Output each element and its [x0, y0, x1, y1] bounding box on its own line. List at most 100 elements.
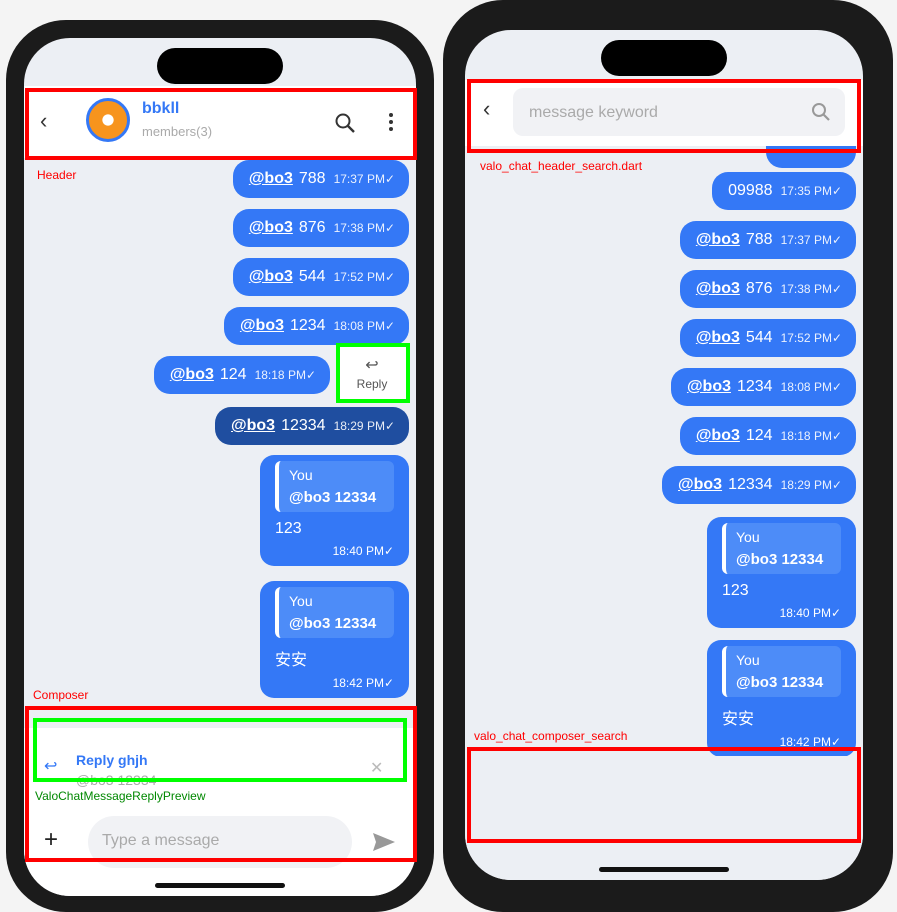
- mention[interactable]: @bo3: [695, 329, 740, 346]
- message-time: 17:52 PM✓: [780, 331, 842, 345]
- message-text: 12334: [728, 476, 773, 493]
- message-bubble[interactable]: @bo3 788 17:37 PM✓: [232, 160, 409, 198]
- search-header-annotation-box: [467, 79, 861, 153]
- mention[interactable]: @bo3: [695, 427, 740, 444]
- search-input[interactable]: message keyword: [513, 88, 845, 136]
- composer-annotation-label: Composer: [33, 688, 89, 702]
- reply-action-button[interactable]: ↩ Reply: [336, 347, 408, 403]
- mention[interactable]: @bo3: [248, 268, 293, 285]
- composer-search-annotation-label: valo_chat_composer_search: [474, 729, 628, 743]
- mention[interactable]: @bo3: [678, 476, 723, 493]
- composer-annotation-box: [25, 706, 417, 862]
- message-time: 18:40 PM✓: [332, 544, 394, 558]
- mention[interactable]: @bo3: [169, 366, 214, 383]
- reply-message-bubble[interactable]: You @bo3 12334 123 18:40 PM✓: [707, 517, 856, 628]
- quoted-author: You: [736, 652, 760, 668]
- message-time: 17:37 PM✓: [333, 172, 395, 186]
- reply-action-annotation-box: [336, 343, 410, 403]
- message-text: 123: [722, 582, 749, 599]
- message-bubble[interactable]: @bo3 124 18:18 PM✓: [679, 417, 856, 455]
- quoted-message[interactable]: You @bo3 12334: [722, 523, 841, 574]
- message-time: 17:37 PM✓: [780, 233, 842, 247]
- more-options-icon[interactable]: [388, 112, 394, 132]
- quoted-message[interactable]: You @bo3 12334: [722, 646, 841, 697]
- message-text: 09988: [728, 182, 773, 199]
- header-annotation-box: [25, 88, 417, 160]
- message-text: 788: [745, 231, 773, 248]
- message-time: 18:18 PM✓: [780, 429, 842, 443]
- reply-action-label: Reply: [356, 377, 388, 391]
- message-text: 124: [745, 427, 773, 444]
- message-bubble[interactable]: @bo3 788 17:37 PM✓: [679, 221, 856, 259]
- reply-icon: ↩: [365, 357, 379, 374]
- search-header-annotation-label: valo_chat_header_search.dart: [480, 159, 643, 173]
- close-reply-icon[interactable]: ✕: [370, 760, 384, 777]
- group-avatar[interactable]: [86, 98, 130, 142]
- send-icon[interactable]: [372, 832, 396, 852]
- message-time: 18:18 PM✓: [254, 368, 316, 382]
- mention[interactable]: @bo3: [248, 170, 293, 187]
- search-placeholder: message keyword: [529, 104, 658, 121]
- reply-message-bubble[interactable]: You @bo3 12334 123 18:40 PM✓: [260, 455, 409, 566]
- header-annotation-label: Header: [37, 168, 77, 182]
- dynamic-island: [601, 40, 727, 76]
- add-attachment-icon[interactable]: +: [44, 826, 59, 853]
- mention[interactable]: @bo3: [695, 231, 740, 248]
- quoted-text: @bo3 12334: [736, 551, 824, 568]
- search-header: ‹ message keyword: [465, 80, 863, 146]
- message-bubble[interactable]: @bo3 1234 18:08 PM✓: [670, 368, 856, 406]
- quoted-author: You: [289, 467, 313, 483]
- back-icon[interactable]: ‹: [40, 108, 48, 133]
- message-input-placeholder: Type a message: [102, 832, 220, 849]
- message-text: 124: [219, 366, 247, 383]
- message-text: 123: [275, 520, 302, 537]
- message-text: 1234: [736, 378, 773, 395]
- back-icon[interactable]: ‹: [483, 96, 491, 121]
- mention[interactable]: @bo3: [239, 317, 284, 334]
- message-text: 安安: [275, 652, 308, 669]
- mention[interactable]: @bo3: [231, 417, 276, 434]
- message-time: 17:38 PM✓: [780, 282, 842, 296]
- quoted-text: @bo3 12334: [289, 615, 377, 632]
- message-time: 18:40 PM✓: [779, 606, 841, 620]
- quoted-author: You: [289, 593, 313, 609]
- message-time: 18:29 PM✓: [780, 478, 842, 492]
- message-bubble[interactable]: @bo3 124 18:18 PM✓: [153, 356, 330, 394]
- mention[interactable]: @bo3: [686, 378, 731, 395]
- search-icon[interactable]: [811, 102, 831, 122]
- home-indicator: [599, 867, 729, 872]
- search-icon[interactable]: [334, 112, 356, 134]
- message-text: 788: [298, 170, 326, 187]
- quoted-message[interactable]: You @bo3 12334: [275, 461, 394, 512]
- quoted-text: @bo3 12334: [736, 674, 824, 691]
- mention[interactable]: @bo3: [248, 219, 293, 236]
- mention[interactable]: @bo3: [695, 280, 740, 297]
- home-indicator: [155, 883, 285, 888]
- reply-title: Reply ghjh: [76, 752, 148, 768]
- message-bubble[interactable]: @bo3 544 17:52 PM✓: [679, 319, 856, 357]
- message-time: 18:08 PM✓: [333, 319, 395, 333]
- quoted-author: You: [736, 529, 760, 545]
- quoted-message[interactable]: You @bo3 12334: [275, 587, 394, 638]
- composer-search-area: [465, 756, 863, 880]
- members-count: members(3): [142, 124, 213, 139]
- message-time: 18:08 PM✓: [780, 380, 842, 394]
- message-text: 544: [745, 329, 773, 346]
- message-time: 17:38 PM✓: [333, 221, 395, 235]
- message-bubble[interactable]: @bo3 12334 18:29 PM✓: [662, 466, 856, 504]
- chat-header: ‹ bbkll members(3): [24, 86, 416, 158]
- quoted-text: @bo3 12334: [289, 489, 377, 506]
- reply-preview: ↩ Reply ghjh @bo3 12334 ✕: [36, 740, 404, 796]
- message-time: 17:52 PM✓: [333, 270, 395, 284]
- chat-title: bbkll: [142, 100, 180, 117]
